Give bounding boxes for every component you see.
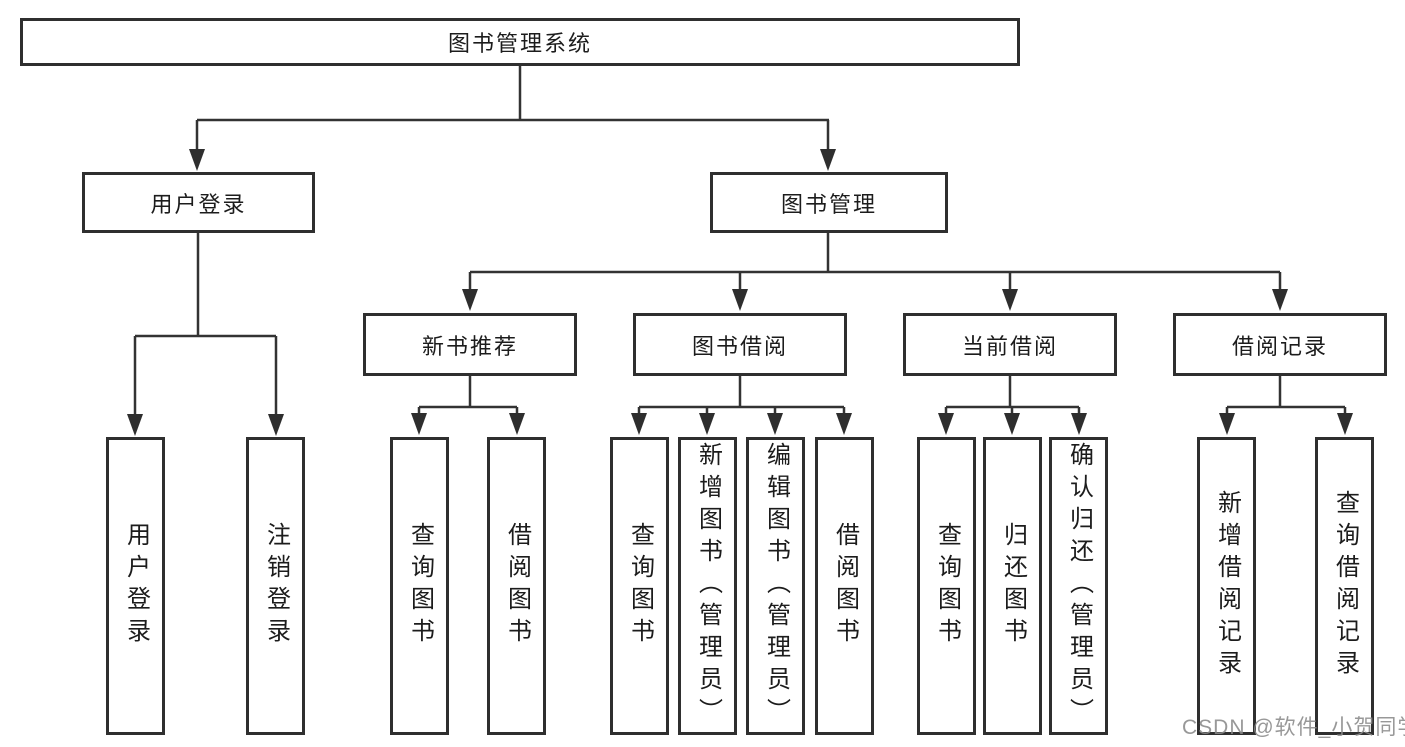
csdn-watermark: CSDN @软件_小贺同学 — [1182, 716, 1405, 739]
node-user-login: 用户登录 — [82, 172, 315, 233]
node-current-borrow-label: 当前借阅 — [961, 333, 1058, 359]
leaf-add-books-admin-label: 新增图书（管理员） — [694, 442, 722, 730]
leaf-borrow-books-recommend: 借阅图书 — [487, 437, 546, 735]
leaf-query-books-recommend: 查询图书 — [390, 437, 449, 735]
leaf-borrow-books-recommend-label: 借阅图书 — [503, 522, 531, 650]
leaf-add-borrow-record: 新增借阅记录 — [1197, 437, 1256, 735]
node-borrow-records: 借阅记录 — [1173, 313, 1387, 376]
leaf-add-books-admin: 新增图书（管理员） — [678, 437, 737, 735]
node-new-book-recommend-label: 新书推荐 — [421, 333, 518, 359]
leaf-query-books-current-label: 查询图书 — [933, 522, 961, 650]
node-root-label: 图书管理系统 — [447, 31, 592, 56]
node-new-book-recommend: 新书推荐 — [363, 313, 577, 376]
node-current-borrow: 当前借阅 — [903, 313, 1117, 376]
node-borrow-records-label: 借阅记录 — [1231, 333, 1328, 359]
node-book-management-label: 图书管理 — [780, 191, 877, 217]
leaf-user-login-label: 用户登录 — [122, 522, 150, 650]
node-user-login-label: 用户登录 — [150, 191, 247, 217]
leaf-logout: 注销登录 — [246, 437, 305, 735]
leaf-return-books-label: 归还图书 — [999, 522, 1027, 650]
node-book-borrow-label: 图书借阅 — [691, 333, 788, 359]
node-root: 图书管理系统 — [20, 18, 1020, 66]
leaf-borrow-books-label: 借阅图书 — [831, 522, 859, 650]
leaf-query-books-recommend-label: 查询图书 — [406, 522, 434, 650]
leaf-query-books-borrow: 查询图书 — [610, 437, 669, 735]
node-book-management: 图书管理 — [710, 172, 948, 233]
leaf-query-books-borrow-label: 查询图书 — [626, 522, 654, 650]
leaf-logout-label: 注销登录 — [262, 522, 290, 650]
leaf-return-books: 归还图书 — [983, 437, 1042, 735]
leaf-confirm-return-admin-label: 确认归还（管理员） — [1065, 442, 1093, 730]
leaf-query-borrow-record-label: 查询借阅记录 — [1331, 490, 1359, 682]
leaf-edit-books-admin: 编辑图书（管理员） — [746, 437, 805, 735]
leaf-query-books-current: 查询图书 — [917, 437, 976, 735]
leaf-borrow-books: 借阅图书 — [815, 437, 874, 735]
leaf-user-login: 用户登录 — [106, 437, 165, 735]
leaf-edit-books-admin-label: 编辑图书（管理员） — [762, 442, 790, 730]
leaf-query-borrow-record: 查询借阅记录 — [1315, 437, 1374, 735]
node-book-borrow: 图书借阅 — [633, 313, 847, 376]
leaf-confirm-return-admin: 确认归还（管理员） — [1049, 437, 1108, 735]
leaf-add-borrow-record-label: 新增借阅记录 — [1213, 490, 1241, 682]
